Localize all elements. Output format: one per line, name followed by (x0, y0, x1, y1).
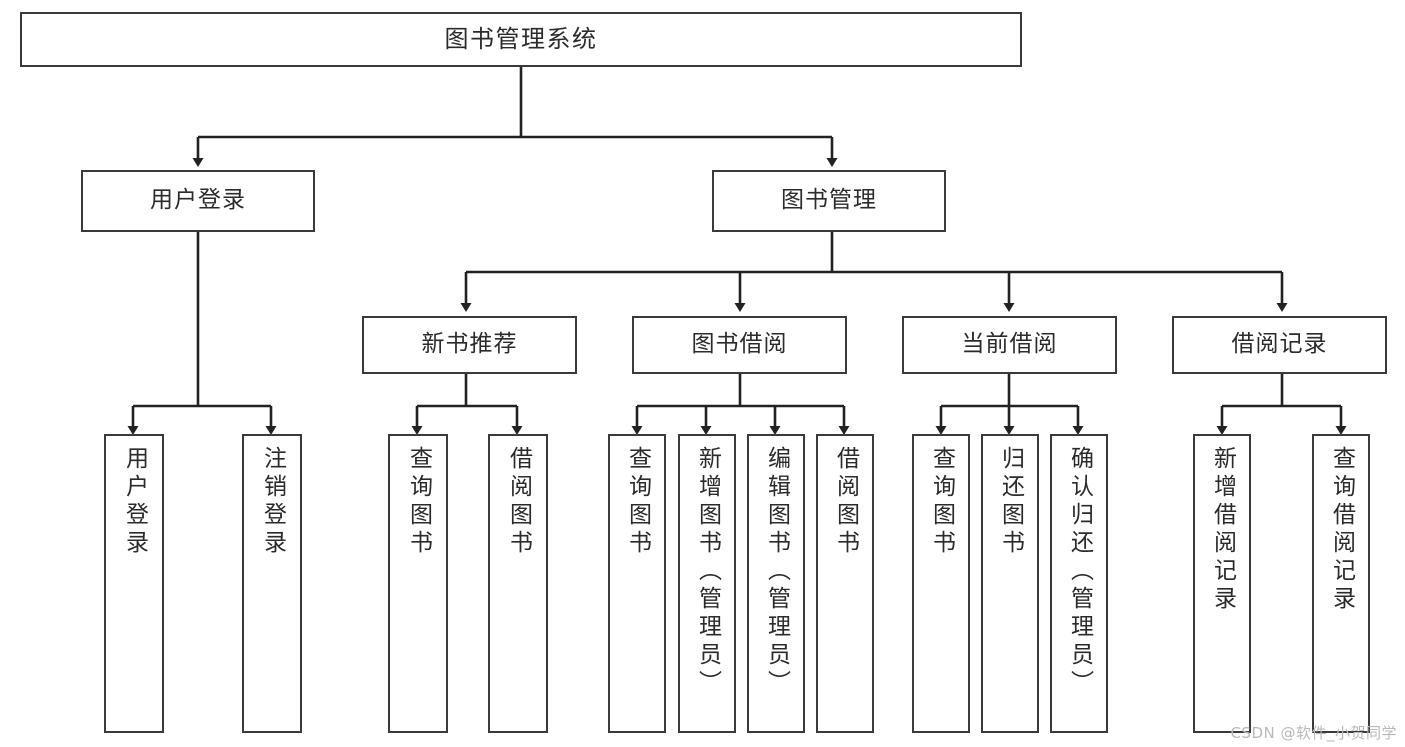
node-label: 编辑图书（管理员） (763, 446, 790, 698)
leaf-query-borrow-record[interactable]: 查询借阅记录 (1312, 434, 1370, 733)
leaf-user-login[interactable]: 用户登录 (104, 434, 164, 733)
node-label: 新增图书（管理员） (694, 446, 721, 698)
csdn-watermark: CSDN @软件_小贺同学 (1230, 724, 1397, 742)
leaf-query-book-1[interactable]: 查询图书 (388, 434, 448, 733)
node-label: 用户登录 (121, 446, 148, 558)
node-label: 图书管理系统 (444, 25, 598, 54)
node-label: 当前借阅 (961, 331, 1058, 358)
node-label: 借阅图书 (505, 446, 532, 558)
node-borrow-record[interactable]: 借阅记录 (1172, 316, 1387, 374)
leaf-confirm-return[interactable]: 确认归还（管理员） (1050, 434, 1108, 733)
node-label: 借阅图书 (832, 446, 859, 558)
node-label: 借阅记录 (1231, 331, 1328, 358)
node-user-login[interactable]: 用户登录 (81, 170, 315, 232)
node-label: 查询图书 (405, 446, 432, 558)
node-book-management[interactable]: 图书管理 (712, 170, 946, 232)
node-label: 新增借阅记录 (1209, 446, 1236, 614)
leaf-edit-book[interactable]: 编辑图书（管理员） (747, 434, 805, 733)
leaf-logout-login[interactable]: 注销登录 (242, 434, 302, 733)
node-label: 图书借阅 (691, 331, 788, 358)
leaf-return-book[interactable]: 归还图书 (981, 434, 1039, 733)
node-label: 用户登录 (150, 187, 246, 214)
node-new-book-recommend[interactable]: 新书推荐 (362, 316, 577, 374)
leaf-borrow-book-2[interactable]: 借阅图书 (816, 434, 874, 733)
node-current-borrow[interactable]: 当前借阅 (902, 316, 1117, 374)
leaf-add-borrow-record[interactable]: 新增借阅记录 (1193, 434, 1251, 733)
node-label: 查询借阅记录 (1328, 446, 1355, 614)
leaf-query-book-2[interactable]: 查询图书 (608, 434, 666, 733)
node-root-system[interactable]: 图书管理系统 (20, 12, 1022, 67)
node-label: 新书推荐 (421, 331, 518, 358)
node-label: 图书管理 (781, 187, 877, 214)
node-label: 查询图书 (624, 446, 651, 558)
leaf-query-book-3[interactable]: 查询图书 (912, 434, 970, 733)
node-label: 归还图书 (997, 446, 1024, 558)
node-book-borrow[interactable]: 图书借阅 (632, 316, 847, 374)
leaf-add-book[interactable]: 新增图书（管理员） (678, 434, 736, 733)
leaf-borrow-book-1[interactable]: 借阅图书 (488, 434, 548, 733)
node-label: 注销登录 (259, 446, 286, 558)
node-label: 查询图书 (928, 446, 955, 558)
node-label: 确认归还（管理员） (1066, 446, 1093, 698)
